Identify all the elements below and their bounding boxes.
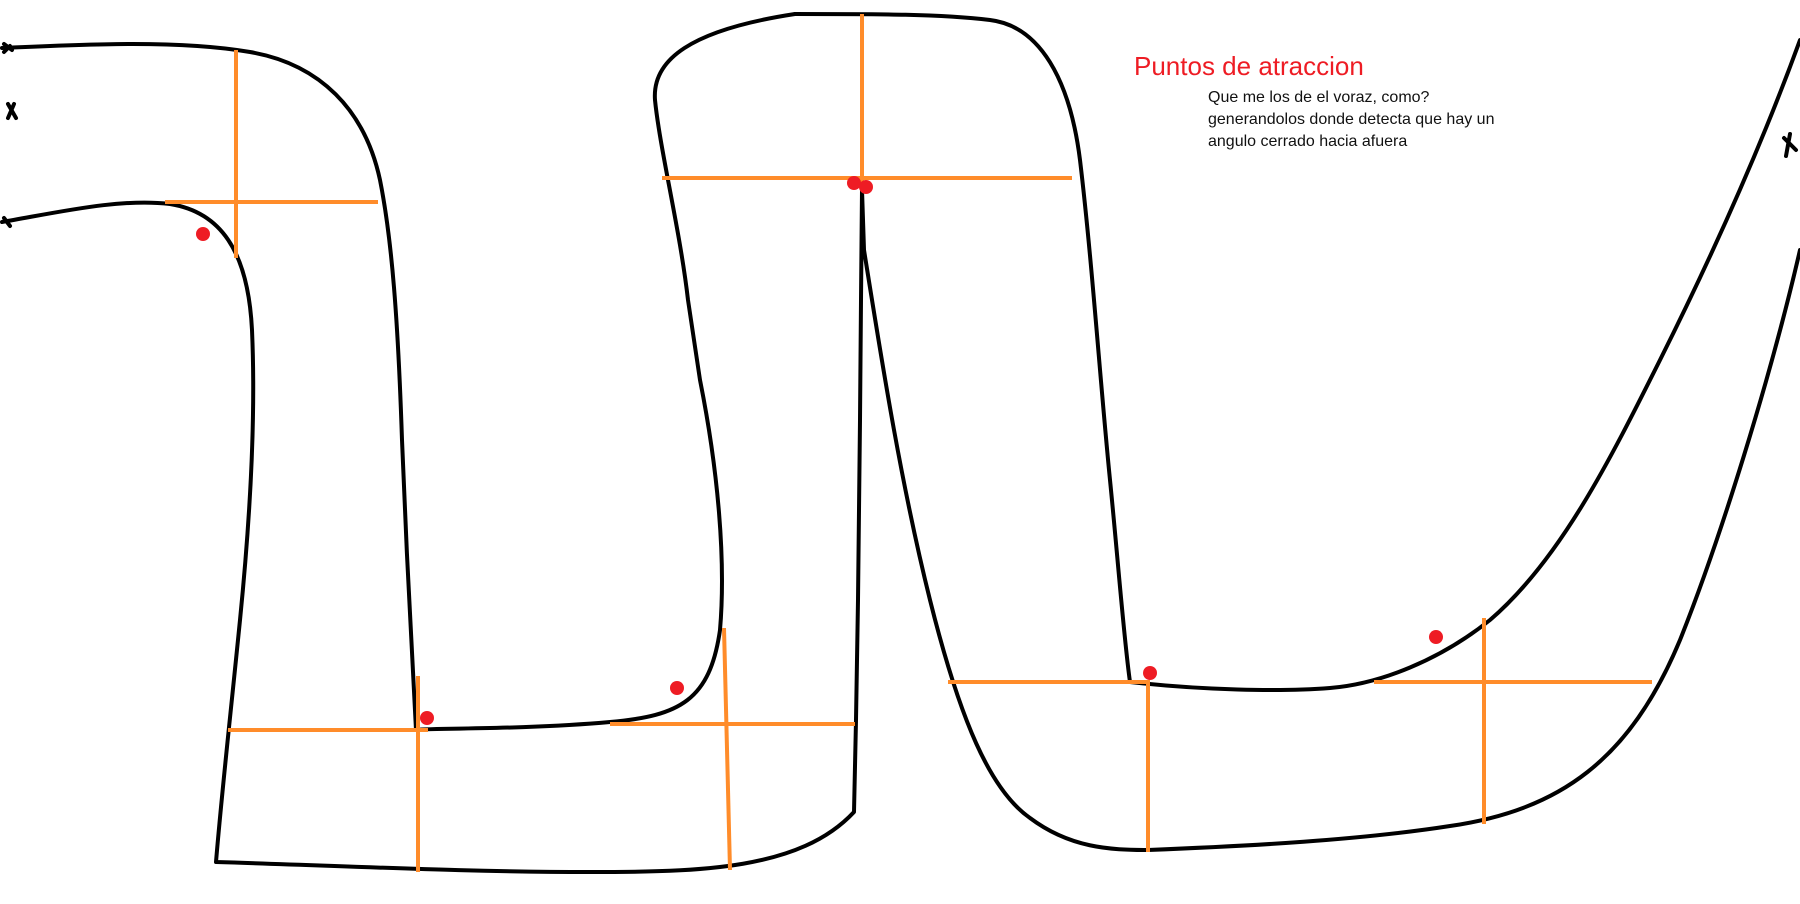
edge-mark-left-low bbox=[2, 216, 12, 228]
attraction-point bbox=[420, 711, 434, 725]
track-outline-middle-loop bbox=[793, 12, 1800, 692]
attraction-point bbox=[1429, 630, 1443, 644]
note-line-3: angulo cerrado hacia afuera bbox=[1208, 133, 1408, 150]
track-outline-upper-left bbox=[0, 12, 797, 732]
note-line-1: Que me los de el voraz, como? bbox=[1208, 89, 1430, 106]
attraction-point bbox=[196, 227, 210, 241]
track-outline-lower-left bbox=[0, 188, 1800, 874]
guide-crosses bbox=[165, 14, 1652, 872]
attraction-point bbox=[847, 176, 861, 190]
attraction-point bbox=[859, 180, 873, 194]
edge-mark-right bbox=[1782, 132, 1798, 158]
note-line-2: generandolos donde detecta que hay un bbox=[1208, 111, 1495, 128]
attraction-points bbox=[196, 176, 1443, 725]
attraction-points-title: Puntos de atraccion bbox=[1134, 51, 1364, 81]
guide-line bbox=[722, 627, 732, 871]
attraction-point bbox=[670, 681, 684, 695]
track-outlines bbox=[0, 12, 1800, 874]
edge-mark-left-top bbox=[2, 42, 14, 54]
explanation-note: Que me los de el voraz, como? generandol… bbox=[1208, 87, 1588, 153]
attraction-point bbox=[1143, 666, 1157, 680]
edge-mark-left-mid bbox=[6, 102, 18, 120]
